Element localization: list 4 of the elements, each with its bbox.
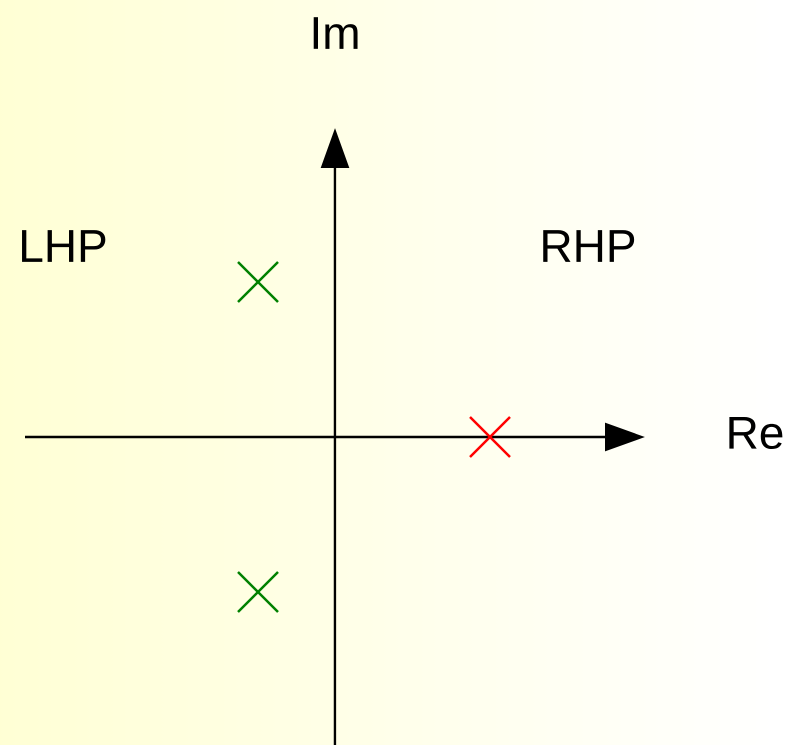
axis-label: LHP xyxy=(22,230,106,262)
axis-label: Re xyxy=(729,416,782,450)
axis-label: RHP xyxy=(543,230,634,262)
axis-label: Im xyxy=(314,17,358,49)
